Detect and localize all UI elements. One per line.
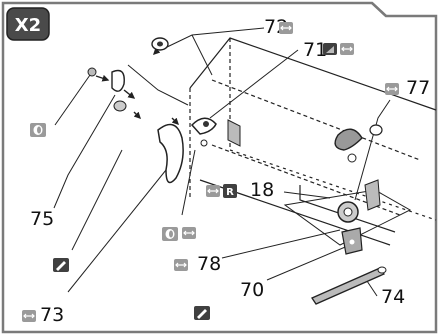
gear-18 [337, 179, 381, 223]
lubricant-ring-icon [162, 227, 178, 241]
callout-78: 78 [197, 253, 221, 275]
grease-pen-icon [53, 258, 69, 272]
gear-73 [113, 100, 184, 184]
callout-74: 74 [381, 286, 405, 308]
callout-77: 77 [406, 77, 430, 99]
swap-arrows-icon [206, 185, 220, 197]
bearing-77 [334, 124, 383, 163]
r-badge-icon: R [223, 184, 237, 198]
callout-18: 18 [250, 179, 274, 201]
swap-arrows-icon [174, 259, 188, 271]
callout-73: 73 [40, 304, 64, 326]
oil-can-icon [323, 43, 337, 55]
step-badge: X2 [6, 7, 50, 41]
swap-arrows-icon [385, 83, 399, 95]
swap-arrows-icon [279, 22, 293, 34]
bracket-71 [227, 119, 241, 147]
swap-arrows-icon [22, 310, 36, 322]
svg-text:R: R [226, 187, 234, 198]
shaft-74 [311, 266, 387, 305]
assembly-arrows [95, 41, 179, 125]
swap-arrows-icon [182, 227, 196, 239]
chassis-outline [189, 37, 437, 246]
bushing-72 [151, 37, 169, 51]
callout-71: 71 [303, 39, 327, 61]
small-screw [87, 67, 97, 77]
step-badge-label: X2 [15, 15, 41, 36]
lubricant-ring-icon [30, 123, 46, 137]
swap-arrows-icon [340, 43, 354, 55]
grease-pen-icon [194, 306, 210, 320]
bracket-70 [341, 227, 363, 255]
leader-lines [53, 27, 412, 297]
e-ring-75 [111, 69, 125, 92]
panel-tab-corner [371, 2, 387, 17]
bearing-71 [190, 117, 217, 147]
callout-70: 70 [240, 279, 264, 301]
callout-75: 75 [30, 208, 54, 230]
